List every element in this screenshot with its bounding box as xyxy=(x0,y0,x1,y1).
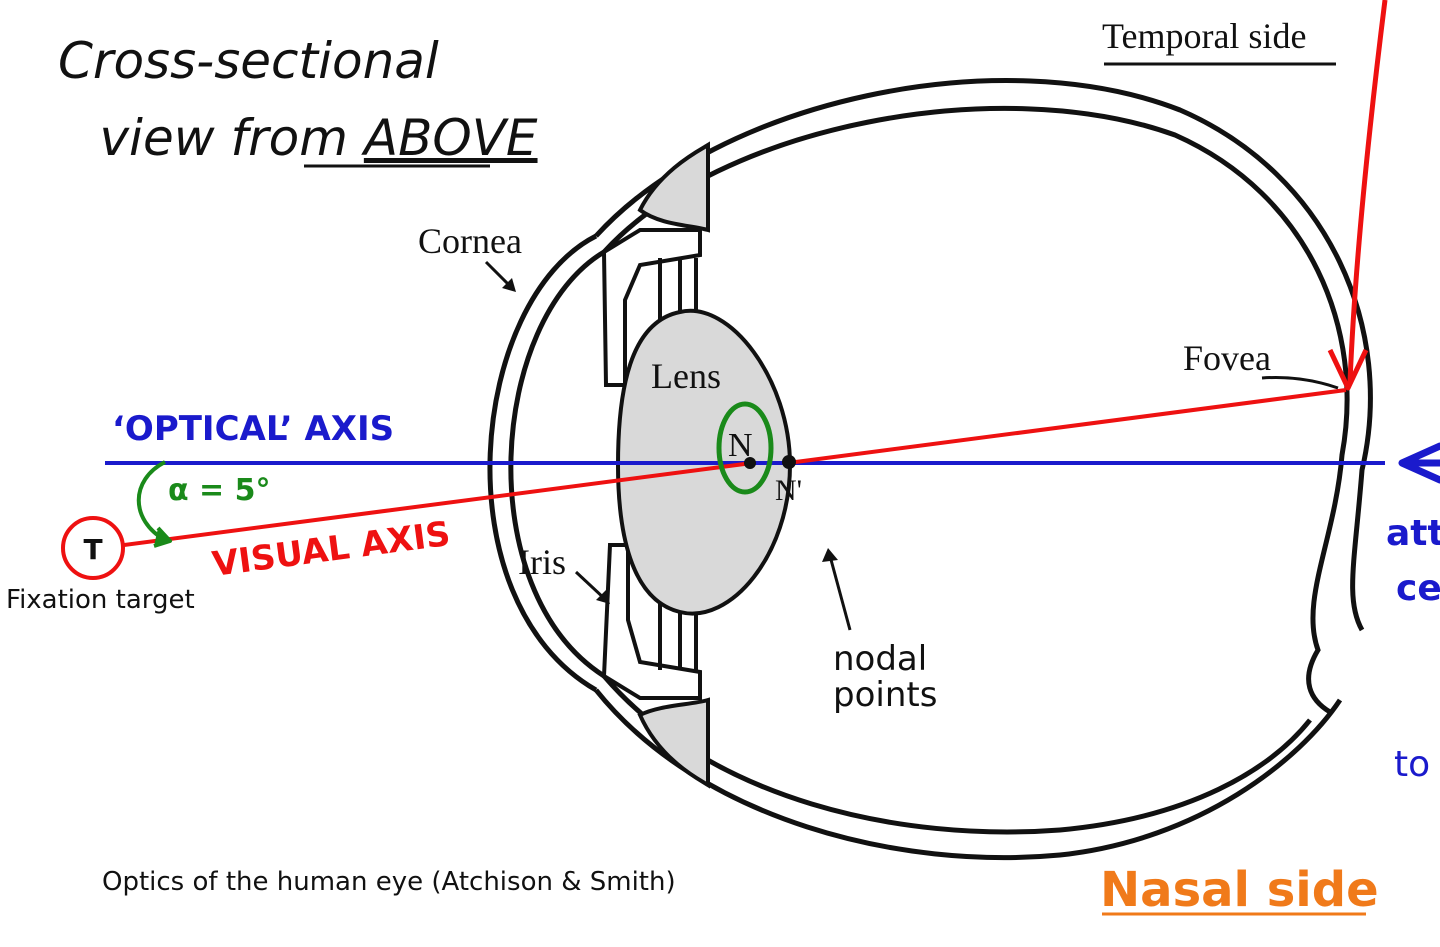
nodal-point-n-prime xyxy=(782,455,796,469)
sclera-inner xyxy=(602,106,1350,715)
fixation-target-circle xyxy=(61,516,125,580)
ciliary-body-bottom xyxy=(601,543,710,789)
fixation-target-label: Fixation target xyxy=(6,585,195,615)
fovea-pointer xyxy=(1261,376,1339,390)
cornea-pointer-head xyxy=(502,278,516,292)
visual-axis-line-front xyxy=(123,461,753,547)
cut-text-2: ce xyxy=(1396,568,1440,609)
cornea xyxy=(487,233,606,693)
cornea-inner xyxy=(508,249,606,679)
alpha-arc xyxy=(136,460,167,542)
alpha-arrowhead xyxy=(153,526,172,548)
title-line-2-prefix: view from xyxy=(99,109,363,167)
ciliary-process-bottom xyxy=(637,697,710,789)
temporal-side-label: Temporal side xyxy=(1102,16,1306,56)
fovea-label: Fovea xyxy=(1183,338,1271,378)
visual-axis-label: VISUAL AXIS xyxy=(210,514,453,585)
cornea-outer xyxy=(487,233,598,693)
fixation-target-letter: T xyxy=(83,533,102,566)
visual-axis-line-back xyxy=(787,388,1347,465)
sclera-outer xyxy=(594,78,1373,632)
iris-pointer-head xyxy=(596,590,610,604)
ciliary-process-top xyxy=(637,141,710,233)
title-line-2-emphasis: ABOVE xyxy=(361,109,538,167)
title-line-1: Cross-sectional xyxy=(58,32,439,90)
iris-label: Iris xyxy=(518,542,566,582)
iris-bottom xyxy=(601,543,702,700)
cornea-label: Cornea xyxy=(418,221,522,261)
nodal-n-label: N xyxy=(728,427,753,464)
lens-label: Lens xyxy=(651,356,721,396)
ciliary-body-top xyxy=(601,141,710,387)
nodal-point-n xyxy=(744,457,756,469)
nodal-points-pointer-head xyxy=(822,548,838,562)
optical-axis-label: ‘OPTICAL’ AXIS xyxy=(112,409,394,449)
nodal-highlight-circle xyxy=(716,401,774,495)
nodal-points-label-line-1: nodal xyxy=(833,639,927,679)
fovea-pointer-arrow xyxy=(1347,0,1388,383)
iris-top xyxy=(601,228,702,387)
alpha-label: α = 5° xyxy=(168,473,271,508)
fovea-pointer-arrowhead xyxy=(1327,348,1369,391)
nodal-points-label-line-2: points xyxy=(833,675,937,715)
cut-text-3: to xyxy=(1394,744,1430,785)
nodal-points-pointer xyxy=(828,555,852,631)
nodal-n-prime-label: N' xyxy=(775,474,802,507)
nasal-side-label: Nasal side xyxy=(1100,862,1379,918)
figure-caption: Optics of the human eye (Atchison & Smit… xyxy=(102,867,676,897)
title-line-2: view from ABOVE xyxy=(20,109,585,167)
cut-text-1: att xyxy=(1386,513,1440,554)
